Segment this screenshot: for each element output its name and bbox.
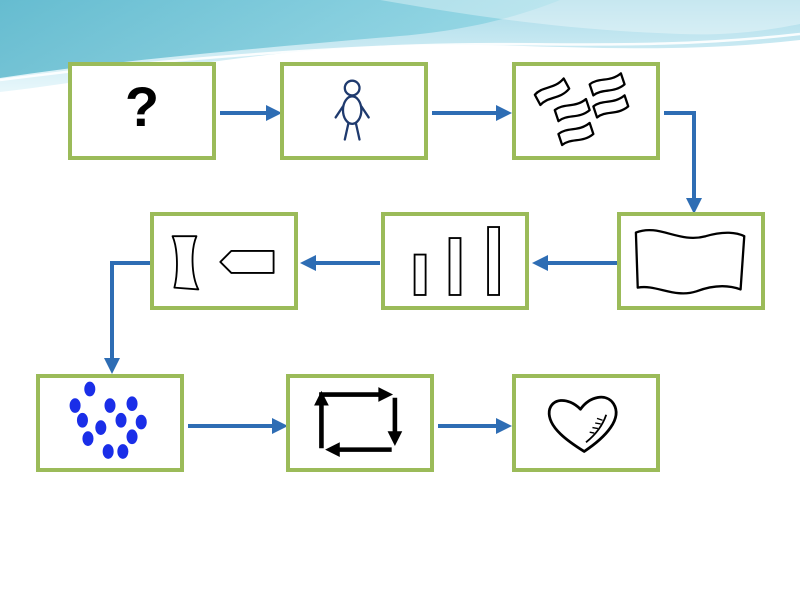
flow-step-bars	[381, 212, 529, 310]
flow-arrowheads	[104, 105, 702, 434]
heart-icon	[547, 395, 618, 453]
blue-dots-icon	[69, 381, 147, 459]
arrow-step6-step7	[110, 261, 150, 362]
bar-columns-icon	[413, 226, 500, 296]
arrowhead-step4	[686, 198, 702, 214]
stick-figure-icon	[334, 79, 370, 141]
cycle-arrows-icon	[314, 387, 403, 457]
arrowhead-step9	[496, 418, 512, 434]
scattered-papers-icon	[533, 72, 630, 147]
flow-step-pencil	[150, 212, 298, 310]
arrowhead-step2	[266, 105, 282, 121]
arrowhead-step7	[104, 358, 120, 374]
arrowhead-step8	[272, 418, 288, 434]
header-wave-soft	[380, 0, 800, 35]
arrowhead-step3	[496, 105, 512, 121]
flow-step-heart	[512, 374, 660, 472]
flow-connectors	[110, 111, 696, 428]
flow-step-cycle	[286, 374, 434, 472]
flow-step-flag	[617, 212, 765, 310]
flow-step-person	[280, 62, 428, 160]
waving-flag-icon	[634, 228, 746, 295]
arrow-step3-step4	[664, 111, 696, 202]
pencil-shape-icon	[171, 235, 275, 291]
arrowhead-step6	[300, 255, 316, 271]
question-mark-icon: ?	[124, 75, 160, 138]
flow-step-dots	[36, 374, 184, 472]
flow-step-question: ?	[68, 62, 216, 160]
flow-step-papers	[512, 62, 660, 160]
header-wave-teal	[0, 0, 560, 78]
arrowhead-step5	[532, 255, 548, 271]
